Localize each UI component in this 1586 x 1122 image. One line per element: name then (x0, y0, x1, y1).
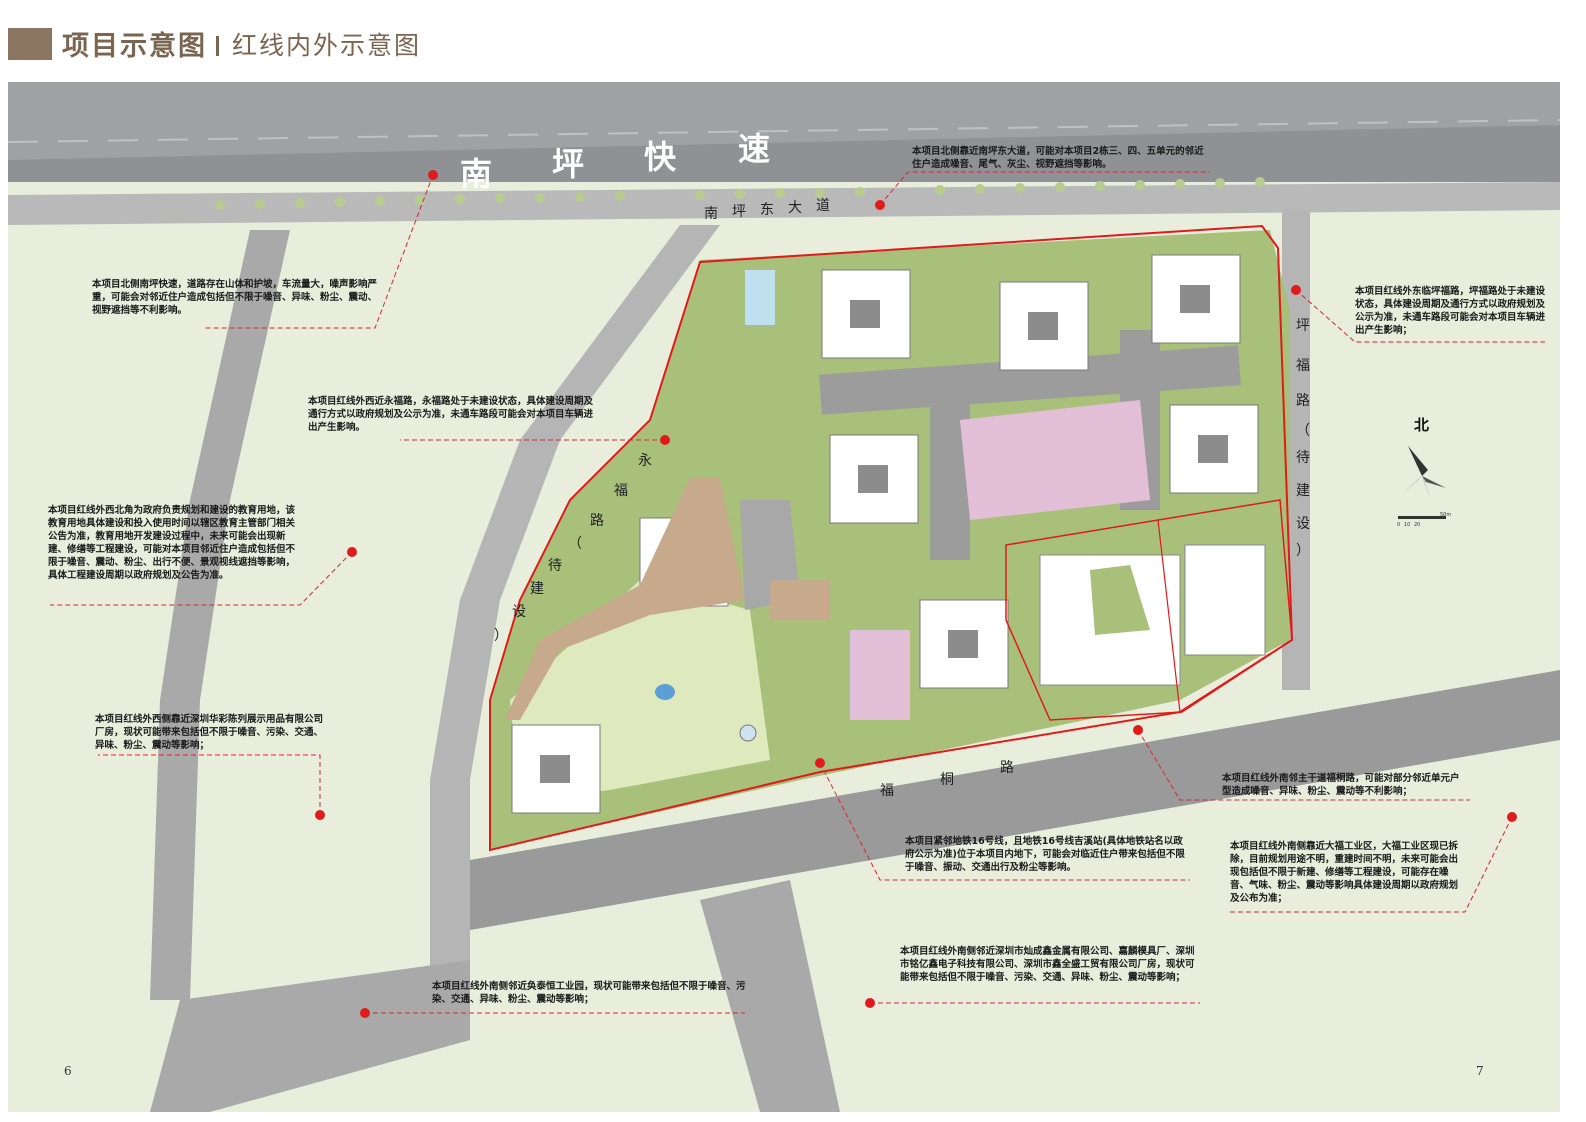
yongfu-road (430, 225, 720, 1000)
futong-char-1: 福 (880, 783, 894, 799)
tree-row-north (215, 177, 1265, 210)
west-road (150, 230, 290, 1000)
scale-tick-0: 0 (1397, 522, 1400, 528)
note-pingfu-road: 本项目红线外东临坪福路，坪福路处于未建设状态，具体建设周期及通行方式以政府规划及… (1355, 286, 1546, 336)
note-south-factories: 本项目红线外南侧邻近深圳市灿成鑫金属有限公司、嘉麟模具厂、深圳市铭亿鑫电子科技有… (900, 946, 1195, 983)
expressway-char-1: 南 (460, 155, 492, 193)
note-futong-road: 本项目红线外南邻主干道福桐路，可能对部分邻近单元户型造成噪音、异味、粉尘、震动等… (1222, 773, 1460, 797)
scale-bar: 0 10 20 50m (1397, 512, 1451, 528)
page-number-left: 6 (64, 1064, 72, 1078)
note-avenue: 本项目北侧靠近南坪东大道，可能对本项目2栋三、四、五单元的邻近住户造成噪音、尾气… (912, 146, 1204, 170)
page-title: 项目示意图 (62, 31, 207, 62)
pingfu-char-2: 福 (1296, 358, 1310, 374)
pingfu-char-8: ） (1296, 543, 1310, 559)
yongfu-char-5: 待 (548, 558, 562, 574)
yongfu-char-4: （ (568, 536, 582, 552)
futong-char-3: 路 (1000, 760, 1014, 776)
expressway-char-3: 快 (644, 138, 677, 176)
pingfu-char-3: 路 (1296, 393, 1310, 409)
north-label: 北 (1414, 416, 1429, 434)
site-red-line (489, 224, 1294, 852)
header-divider (216, 36, 219, 56)
avenue-char-2: 坪 (732, 204, 746, 220)
residential-towers (511, 254, 1259, 814)
note-metro-line-16: 本项目紧邻地铁16号线，且地铁16号线吉溪站(具体地铁站名以政府公示为准)位于本… (905, 836, 1185, 873)
scale-tick-20: 20 (1414, 522, 1420, 528)
yongfu-char-6: 建 (530, 581, 544, 597)
futong-road (470, 670, 1560, 930)
yongfu-char-3: 路 (590, 513, 604, 529)
pingfu-char-5: 待 (1296, 450, 1310, 466)
avenue-char-5: 道 (816, 198, 830, 214)
note-expressway: 本项目北侧南坪快速，道路存在山体和护坡，车流量大，噪声影响严重，可能会对邻近住户… (92, 279, 378, 316)
expressway-char-2: 坪 (552, 145, 584, 183)
avenue-char-3: 东 (760, 202, 774, 218)
avenue-char-4: 大 (788, 200, 802, 216)
yongfu-char-7: 设 (512, 604, 526, 620)
note-huantaiheng-park: 本项目红线外南侧邻近奂泰恒工业园，现状可能带来包括但不限于噪音、污染、交通、异味… (432, 981, 746, 1005)
pingfu-char-7: 设 (1296, 516, 1310, 532)
playground-area (850, 630, 910, 720)
note-huacai-factory: 本项目红线外西侧靠近深圳华彩陈列展示用品有限公司厂房，现状可能带来包括但不限于噪… (95, 714, 324, 751)
pingfu-char-1: 坪 (1296, 318, 1310, 334)
pingfu-char-4: （ (1296, 423, 1310, 439)
note-yongfu-road: 本项目红线外西近永福路，永福路处于未建设状态，具体建设周期及通行方式以政府规划及… (308, 396, 594, 433)
scale-tick-50m: 50m (1440, 512, 1451, 518)
page-number-right: 7 (1476, 1064, 1484, 1078)
pond (655, 684, 675, 700)
school-red-line (1005, 499, 1293, 721)
expressway-char-4: 速 (738, 130, 770, 168)
scale-tick-10: 10 (1404, 522, 1410, 528)
pingfu-char-6: 建 (1296, 483, 1310, 499)
leader-lines (50, 171, 1545, 1014)
yongfu-char-1: 永 (638, 453, 652, 469)
futong-char-2: 桐 (940, 772, 954, 788)
yongfu-char-8: ） (494, 628, 508, 644)
school-building-2 (1184, 544, 1266, 656)
sports-court (960, 400, 1150, 520)
yongfu-char-2: 福 (614, 483, 628, 499)
marker-dots (315, 170, 1517, 1018)
note-education-land: 本项目红线外西北角为政府负责规划和建设的教育用地，该教育用地具体建设和投入使用时… (48, 505, 296, 581)
avenue-surface (8, 182, 1560, 225)
header-accent-bar (8, 28, 52, 60)
avenue-char-1: 南 (704, 206, 718, 222)
note-dafu-industrial: 本项目红线外南侧靠近大福工业区，大福工业区现已拆除，目前规划用途不明，重建时间不… (1230, 841, 1459, 904)
compass (1402, 446, 1446, 498)
page-subtitle: 红线内外示意图 (232, 31, 422, 60)
